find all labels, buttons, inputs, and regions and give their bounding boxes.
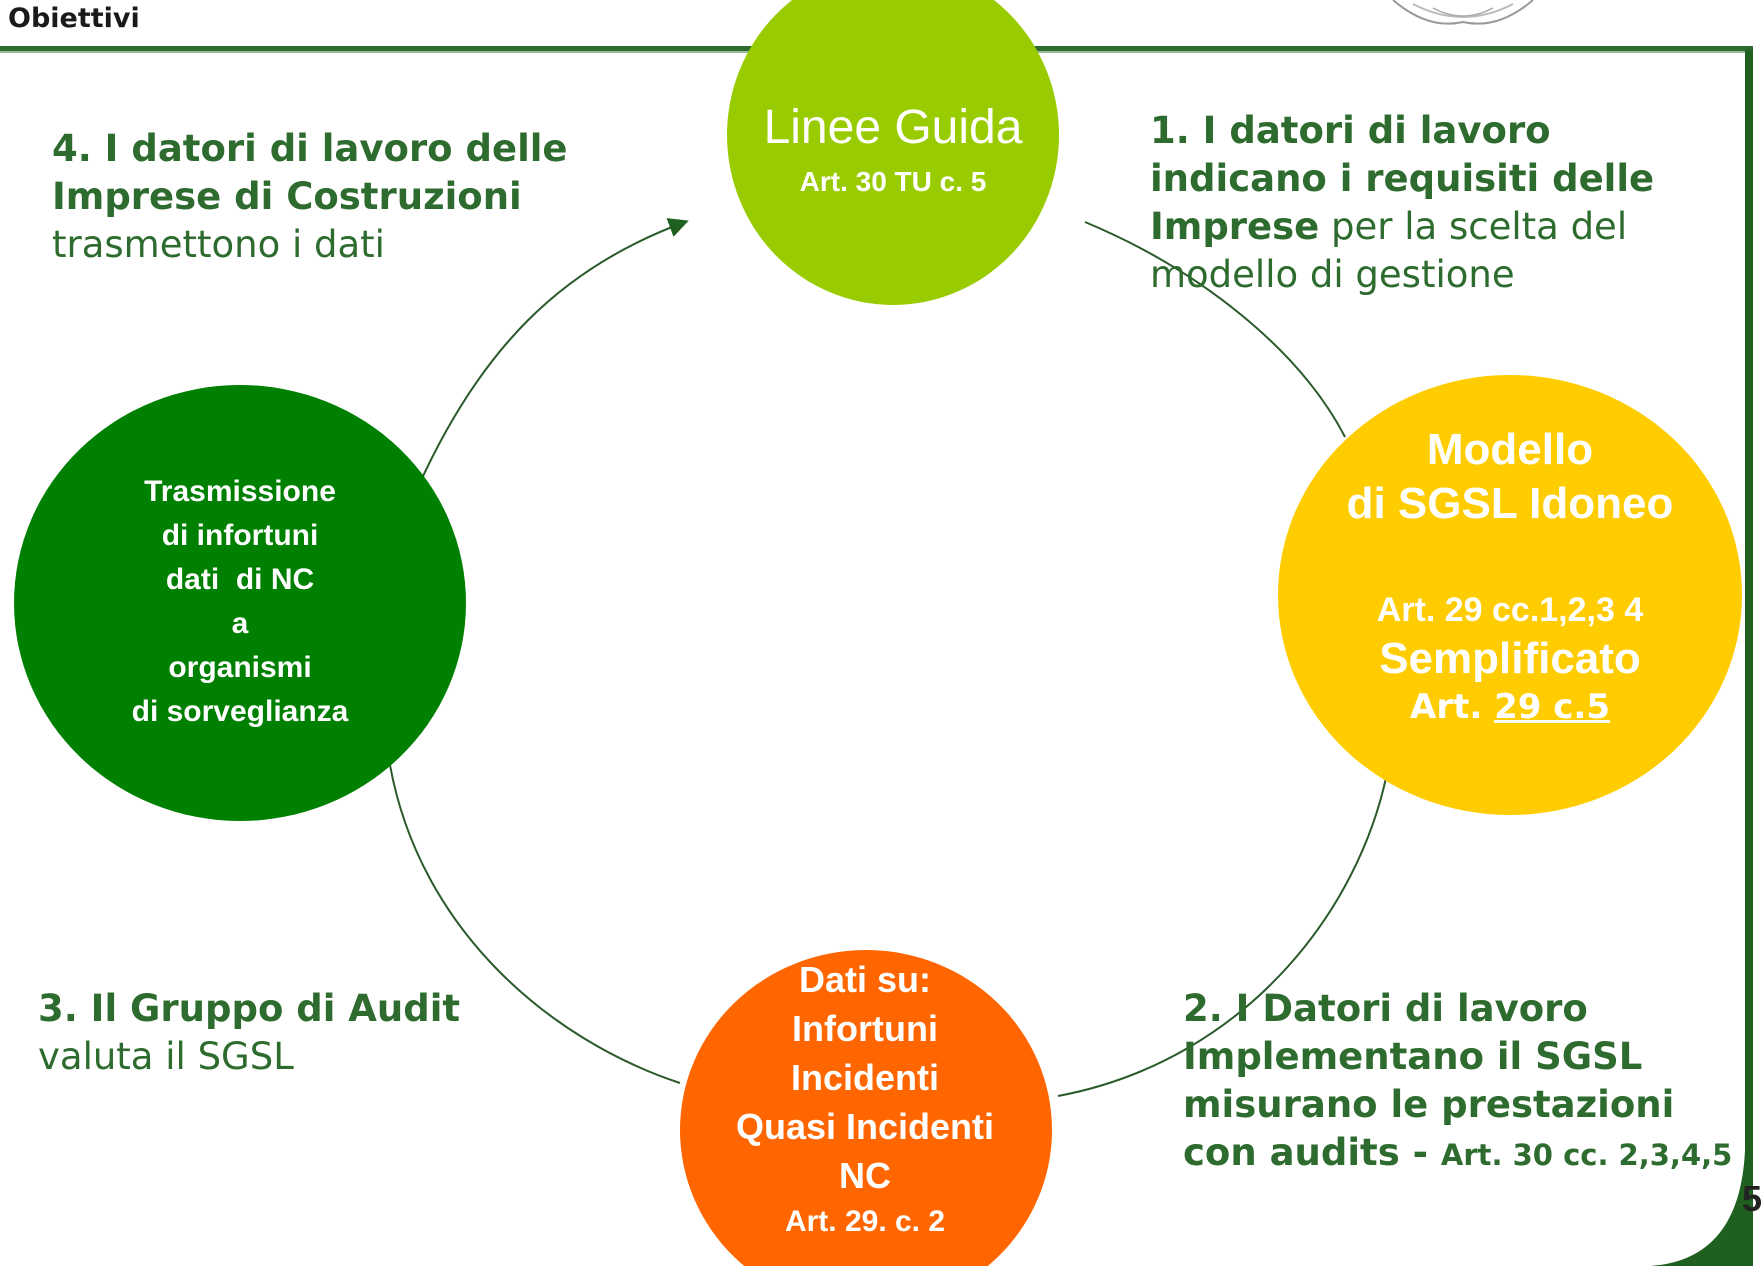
modello-line4: Semplificato (1379, 634, 1641, 683)
linee-guida-subtitle: Art. 30 TU c. 5 (799, 166, 987, 197)
step-4-bold: 4. I datori di lavoro delle Imprese di C… (52, 127, 568, 218)
node-modello (1278, 375, 1742, 815)
dati-line: Quasi Incidenti (735, 1106, 995, 1147)
modello-line2: di SGSL Idoneo (1346, 479, 1674, 528)
dati-line: Dati su: (798, 959, 931, 1000)
page-title: Obiettivi (8, 3, 140, 34)
modello-line1: Modello (1426, 425, 1594, 474)
step-2-bold: 2. I Datori di lavoro Implementano il SG… (1183, 987, 1675, 1174)
modello-article-link[interactable]: 29 c.5 (1494, 687, 1610, 727)
page-number: 5 (1742, 1178, 1762, 1219)
step-3-text: 3. Il Gruppo di Audit valuta il SGSL (38, 985, 498, 1081)
step-3-normal: valuta il SGSL (38, 1035, 294, 1078)
step-2-article: Art. 30 cc. 2,3,4,5 (1440, 1138, 1733, 1172)
trasmissione-line: di infortuni (161, 519, 319, 552)
step-1-normal: per la scelta del modello di gestione (1150, 205, 1628, 296)
modello-line5-prefix: Art. (1410, 687, 1495, 727)
cycle-arc-bottom-left (389, 764, 681, 1084)
step-4-normal: trasmettono i dati (52, 223, 385, 266)
step-1-bold: 1. I datori di lavoro indicano i requisi… (1150, 109, 1655, 248)
modello-line3: Art. 29 cc.1,2,3 4 (1376, 591, 1644, 629)
corner-decoration (1650, 1150, 1753, 1266)
modello-line5: Art. 29 c.5 (1300, 685, 1720, 729)
cycle-arc-top-right (1084, 221, 1346, 438)
right-border (1745, 50, 1753, 1266)
trasmissione-line: di sorveglianza (131, 695, 349, 728)
trasmissione-line: organismi (168, 651, 312, 684)
step-1-text: 1. I datori di lavoro indicano i requisi… (1150, 107, 1740, 299)
trasmissione-line: Trasmissione (144, 475, 336, 508)
dati-line: NC (839, 1155, 891, 1196)
step-4-text: 4. I datori di lavoro delle Imprese di C… (52, 125, 612, 269)
cycle-arc-right-bottom (1057, 749, 1392, 1097)
node-trasmissione (14, 385, 466, 821)
step-2-text: 2. I Datori di lavoro Implementano il SG… (1183, 985, 1743, 1179)
dati-line: Incidenti (790, 1057, 939, 1098)
node-modello-label: Modello di SGSL Idoneo Art. 29 cc.1,2,3 … (1300, 425, 1720, 729)
step-3-bold: 3. Il Gruppo di Audit (38, 987, 461, 1030)
node-linee-guida-label: Linee Guida Art. 30 TU c. 5 (735, 100, 1051, 208)
trasmissione-line: a (231, 607, 249, 640)
node-dati (680, 950, 1052, 1266)
dati-line: Art. 29. c. 2 (784, 1205, 946, 1238)
node-dati-label: Dati su: Infortuni Incidenti Quasi Incid… (690, 955, 1040, 1244)
dati-line: Infortuni (792, 1008, 938, 1049)
emblem-logo (1392, 0, 1534, 25)
trasmissione-line: dati di NC (165, 563, 315, 596)
linee-guida-title: Linee Guida (763, 101, 1023, 154)
node-linee-guida (727, 0, 1059, 305)
cycle-arc-left-top (417, 218, 689, 488)
node-trasmissione-label: Trasmissione di infortuni dati di NC a o… (90, 470, 390, 734)
